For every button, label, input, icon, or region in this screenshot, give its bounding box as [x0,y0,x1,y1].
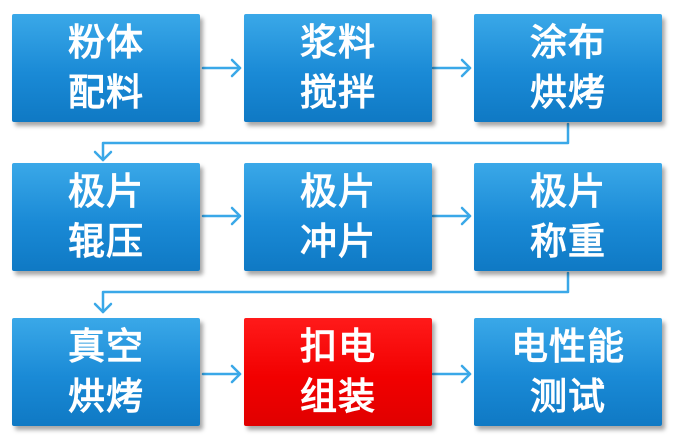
step-coin-cell-assembly: 扣电 组装 [244,318,432,426]
step-coating-baking: 涂布 烘烤 [474,14,662,122]
step-electrode-punching: 极片 冲片 [244,163,432,271]
step-electrochemical-testing: 电性能 测试 [474,318,662,426]
arrow-s7-to-s8 [201,364,242,384]
step-vacuum-baking: 真空 烘烤 [12,318,200,426]
arrow-s1-to-s2 [201,58,242,78]
arrow-s4-to-s5 [201,206,242,226]
arrow-s6-to-s7 [93,271,570,314]
arrow-s5-to-s6 [431,206,472,226]
step-powder-batching: 粉体 配料 [12,14,200,122]
step-electrode-rolling: 极片 辊压 [12,163,200,271]
step-slurry-mixing: 浆料 搅拌 [244,14,432,122]
step-electrode-weighing: 极片 称重 [474,163,662,271]
arrow-s2-to-s3 [431,58,472,78]
arrow-s3-to-s4 [93,122,570,162]
arrow-s8-to-s9 [431,364,472,384]
